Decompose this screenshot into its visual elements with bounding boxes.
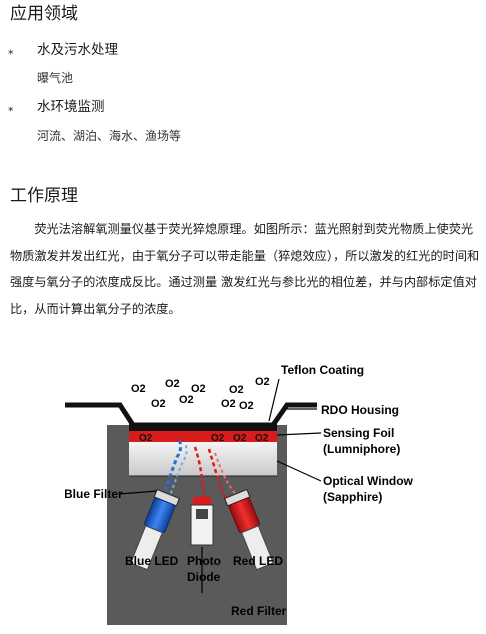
blue-light-beam <box>161 438 183 498</box>
o2-label: O2 <box>255 376 270 388</box>
optical-window-layer <box>129 442 277 476</box>
list-item-environment-monitoring: 水环境监测 <box>37 99 105 115</box>
sensing-foil-layer <box>129 431 277 442</box>
o2-label: O2 <box>239 400 254 412</box>
rdo-sensor-diagram: O2 O2 O2 O2 O2 O2 O2 O2 O2 O2 O2 O2 O2 T… <box>65 363 414 625</box>
red-filter-label: Red Filter <box>231 604 287 618</box>
o2-label: O2 <box>221 398 236 410</box>
o2-label: O2 <box>179 394 194 406</box>
blue-filter-label: Blue Filter <box>65 487 123 501</box>
red-led <box>223 488 274 571</box>
sapphire-label: (Sapphire) <box>323 490 382 504</box>
diode-label: Diode <box>187 570 221 584</box>
o2-label: O2 <box>255 433 269 444</box>
rdo-housing-top <box>65 402 317 428</box>
red-led-label: Red LED <box>233 554 283 568</box>
o2-label: O2 <box>151 398 166 410</box>
bullet-icon: ⁎ <box>8 101 14 114</box>
teflon-coating-layer <box>129 423 277 431</box>
bullet-icon: ⁎ <box>8 44 14 57</box>
o2-label: O2 <box>211 433 225 444</box>
blue-led <box>130 488 181 571</box>
principle-paragraph: 荧光法溶解氧测量仪基于荧光猝熄原理。如图所示：蓝光照射到荧光物质上使荧光物质激发… <box>10 222 480 316</box>
o2-label: O2 <box>229 384 244 396</box>
o2-label: O2 <box>139 433 153 444</box>
sensing-foil-label: Sensing Foil <box>323 426 394 440</box>
rdo-housing-label: RDO Housing <box>321 403 399 417</box>
o2-label: O2 <box>191 383 206 395</box>
o2-label: O2 <box>165 378 180 390</box>
blue-led-label: Blue LED <box>125 554 179 568</box>
photo-diode <box>190 497 214 546</box>
o2-label: O2 <box>131 383 146 395</box>
list-item-detail: 曝气池 <box>37 71 74 85</box>
photo-label: Photo <box>187 554 221 568</box>
optical-window-label: Optical Window <box>323 474 414 488</box>
o2-label: O2 <box>233 433 247 444</box>
section-title-principle: 工作原理 <box>10 186 78 206</box>
lumniphore-label: (Lumniphore) <box>323 442 400 456</box>
list-item-detail: 河流、湖泊、海水、渔场等 <box>37 129 182 143</box>
teflon-coating-label: Teflon Coating <box>281 363 364 377</box>
list-item-water-treatment: 水及污水处理 <box>37 42 118 58</box>
section-title-application: 应用领域 <box>10 4 78 24</box>
